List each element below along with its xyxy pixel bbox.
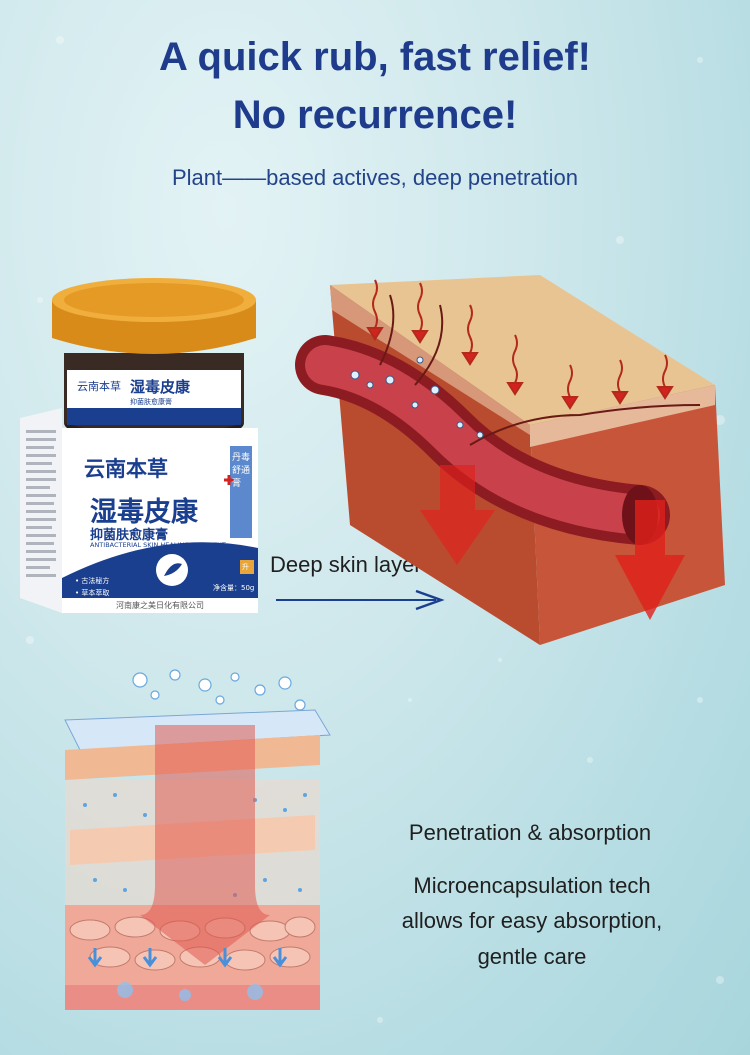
product-image: 云南本草 湿毒皮康 抑菌肤愈康膏	[20, 278, 258, 613]
product-box	[20, 408, 258, 613]
arrow-right-icon	[276, 589, 445, 611]
leaf-logo-icon	[164, 563, 182, 576]
absorption-line-2: allows for easy absorption,	[401, 908, 663, 933]
box-manufacturer: 河南康之美日化有限公司	[116, 601, 204, 610]
box-side-label: 丹毒舒通膏	[232, 453, 251, 489]
box-product-name: 湿毒皮康	[90, 497, 198, 528]
subtitle: Plant——based actives, deep penetration	[171, 165, 579, 190]
absorption-line-1: Microencapsulation tech	[413, 873, 651, 898]
svg-text:湿毒皮康: 湿毒皮康	[130, 378, 191, 396]
box-product-subname: 抑菌肤愈康膏	[90, 528, 169, 543]
box-feature-2: • 草本萃取	[75, 589, 110, 597]
svg-text:抑菌肤愈康膏: 抑菌肤愈康膏	[130, 397, 172, 406]
box-weight: 净含量：50g	[213, 584, 255, 592]
box-english-name: ANTIBACTERIAL SKIN HEALING OINTMENT	[90, 541, 226, 549]
headline-line-2: No recurrence!	[232, 93, 518, 137]
absorption-line-3: gentle care	[477, 944, 587, 969]
plus-cross-icon	[224, 475, 234, 485]
ointment-jar: 云南本草 湿毒皮康 抑菌肤愈康膏	[52, 278, 256, 443]
skin-layers-absorption-illustration	[64, 669, 331, 1010]
box-feature-1: • 古法秘方	[75, 577, 110, 585]
box-badge: 升	[242, 563, 249, 571]
skin-cross-section-illustration	[295, 275, 725, 645]
headline-line-1: A quick rub, fast relief!	[159, 35, 591, 79]
absorption-title: Penetration & absorption	[408, 820, 652, 845]
svg-text:云南本草: 云南本草	[77, 379, 121, 393]
box-brand: 云南本草	[84, 457, 168, 481]
